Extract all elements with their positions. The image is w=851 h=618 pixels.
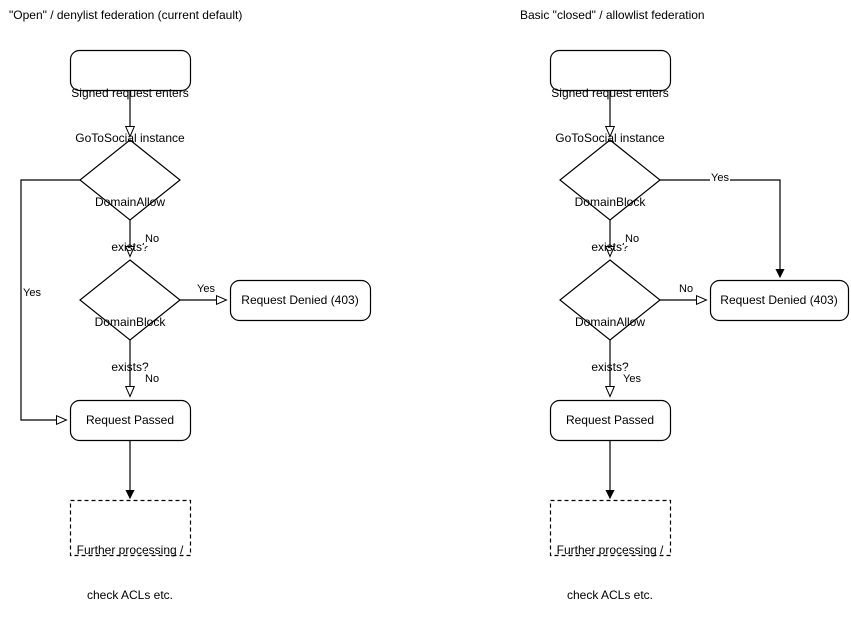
node-domainallow-left[interactable] (79, 139, 181, 221)
label-further-left-line2: check ACLs etc. (86, 588, 174, 602)
node-denied-left[interactable] (229, 279, 372, 322)
node-domainallow-right[interactable] (559, 259, 661, 341)
edge-label-right-block-no: No (624, 233, 641, 246)
label-further-right-line2: check ACLs etc. (566, 588, 654, 602)
node-passed-right[interactable] (549, 399, 672, 442)
node-passed-left[interactable] (69, 399, 192, 442)
column-title-closed-federation: Basic "closed" / allowlist federation (520, 8, 705, 22)
node-entry-right[interactable] (549, 49, 672, 92)
edge-label-right-allow-yes: Yes (622, 373, 642, 386)
edge-domainblock-yes-right (660, 179, 780, 277)
edge-label-right-allow-no: No (678, 283, 695, 296)
edge-label-left-allow-yes: Yes (22, 287, 42, 300)
edge-label-left-block-no: No (144, 373, 161, 386)
node-domainblock-right[interactable] (559, 139, 661, 221)
edge-label-left-block-yes: Yes (196, 283, 216, 296)
edge-label-left-allow-no: No (144, 233, 161, 246)
flowchart-canvas (20, 49, 850, 557)
edge-domainallow-yes-left (20, 179, 80, 420)
edge-label-right-block-yes: Yes (710, 172, 730, 185)
node-denied-right[interactable] (709, 279, 850, 322)
column-title-open-federation: "Open" / denylist federation (current de… (9, 8, 243, 22)
node-entry-left[interactable] (69, 49, 192, 92)
node-further-left[interactable] (69, 499, 192, 557)
node-further-right[interactable] (549, 499, 672, 557)
node-domainblock-left[interactable] (79, 259, 181, 341)
